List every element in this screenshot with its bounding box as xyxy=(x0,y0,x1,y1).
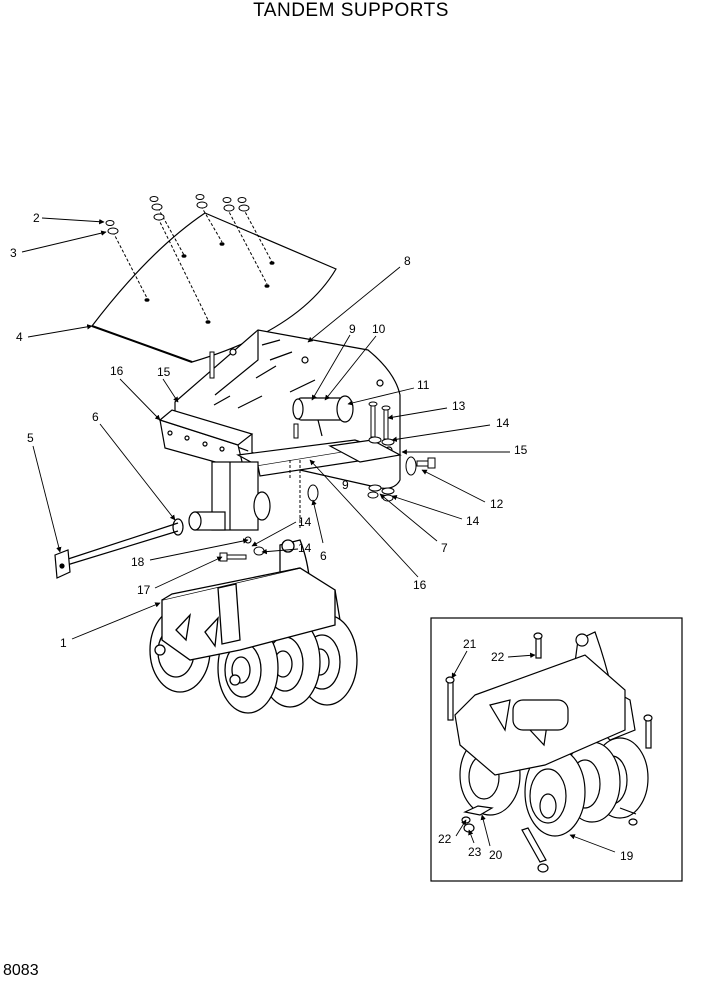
drawing-code: 8083 xyxy=(3,962,39,979)
callout-6-mid: 6 xyxy=(320,549,327,563)
nuts xyxy=(307,484,395,502)
callout-22-bottom: 22 xyxy=(438,832,452,846)
callout-13: 13 xyxy=(452,399,466,413)
callout-6-left: 6 xyxy=(92,410,99,424)
callout-14-right: 14 xyxy=(496,416,510,430)
callout-2: 2 xyxy=(33,211,40,225)
callout-15-left: 15 xyxy=(157,365,171,379)
callout-12: 12 xyxy=(490,497,504,511)
callout-22-top: 22 xyxy=(491,650,505,664)
cover-screws xyxy=(105,194,275,324)
callout-17: 17 xyxy=(137,583,151,597)
cross-members xyxy=(158,409,402,477)
callout-11: 11 xyxy=(417,378,430,392)
leader-lines xyxy=(21,217,616,853)
inset-wheel-assembly xyxy=(445,631,653,873)
callout-8: 8 xyxy=(404,254,411,268)
pivot-shaft xyxy=(54,522,179,579)
callout-10: 10 xyxy=(372,322,386,336)
center-post xyxy=(172,461,271,536)
callout-23: 23 xyxy=(468,845,482,859)
bolts xyxy=(209,351,395,530)
callout-20: 20 xyxy=(489,848,503,862)
callout-9-top: 9 xyxy=(349,322,356,336)
callout-9-mid: 9 xyxy=(342,478,349,492)
page-title: TANDEM SUPPORTS xyxy=(253,0,449,21)
callout-1: 1 xyxy=(60,636,67,650)
callout-labels: 2 3 4 5 6 16 15 8 9 10 11 13 14 15 9 12 … xyxy=(10,211,634,863)
callout-15-right: 15 xyxy=(514,443,528,457)
callout-5: 5 xyxy=(27,431,34,445)
callout-16-left: 16 xyxy=(110,364,124,378)
callout-7: 7 xyxy=(441,541,448,555)
callout-21: 21 xyxy=(463,637,477,651)
callout-19: 19 xyxy=(620,849,634,863)
bolt-17-18 xyxy=(219,536,265,562)
callout-14-mid: 14 xyxy=(298,515,312,529)
callout-3: 3 xyxy=(10,246,17,260)
callout-14-lower-mid: 14 xyxy=(298,541,312,555)
washer-bolt-12 xyxy=(405,456,436,476)
callout-18: 18 xyxy=(131,555,145,569)
tandem-wheel-assembly xyxy=(149,539,358,714)
callout-16-lower: 16 xyxy=(413,578,427,592)
callout-4: 4 xyxy=(16,330,23,344)
callout-14-lower: 14 xyxy=(466,514,480,528)
